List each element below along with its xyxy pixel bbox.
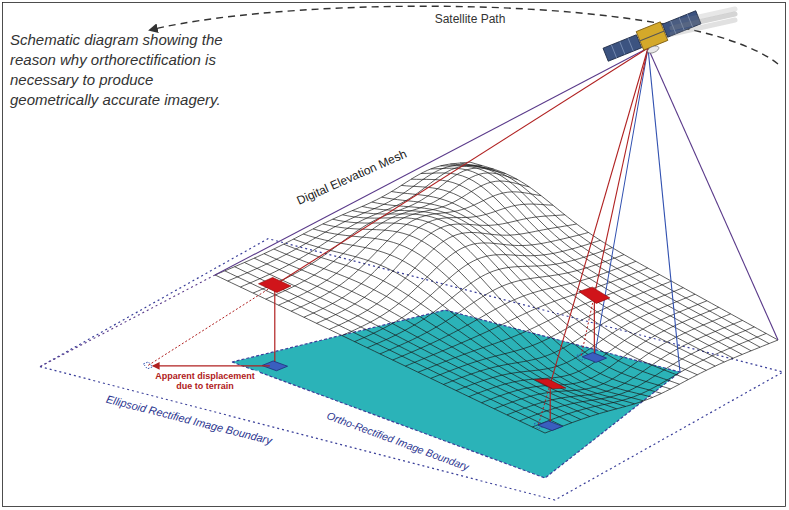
ellipsoid-boundary xyxy=(40,239,783,500)
satellite-path xyxy=(150,6,778,64)
mesh-line xyxy=(494,314,730,409)
view-ray xyxy=(594,48,648,357)
drop-line xyxy=(274,285,275,366)
mesh-line xyxy=(418,275,659,373)
drop-line xyxy=(550,384,551,426)
antenna xyxy=(646,45,659,55)
ortho-boundary xyxy=(232,310,680,478)
mesh-line xyxy=(450,164,760,347)
mesh-line xyxy=(380,255,624,354)
red-ray-extension xyxy=(147,285,274,366)
mesh-line xyxy=(254,258,581,419)
mesh-line xyxy=(507,320,743,414)
boundary-label: Ellipsoid Rectified Image Boundary xyxy=(103,392,275,447)
mesh-line xyxy=(362,206,679,384)
mesh-line xyxy=(421,173,733,358)
drop-line xyxy=(594,295,595,357)
motion-blur xyxy=(672,9,735,23)
surface-marker xyxy=(579,287,610,303)
mesh-line xyxy=(431,281,672,378)
mesh-line xyxy=(469,301,707,397)
view-ray xyxy=(215,48,648,275)
mesh-line xyxy=(382,197,698,375)
solar-panel xyxy=(603,35,642,61)
red-ray-extension xyxy=(538,384,550,426)
view-ray xyxy=(648,48,778,340)
mesh-line xyxy=(284,244,608,411)
red-ray-extension xyxy=(581,295,595,357)
mesh-line xyxy=(215,275,545,433)
boundary-label: Ortho-Rectified Image Boundary xyxy=(323,409,472,474)
apparent-position xyxy=(143,362,152,369)
panel-grid xyxy=(620,41,625,54)
mesh-line xyxy=(291,192,541,311)
displacement-label: Apparent displacement due to terrain xyxy=(151,371,259,392)
surface-marker xyxy=(535,379,566,389)
mesh-line xyxy=(532,333,766,427)
mesh-line xyxy=(235,267,563,426)
mesh-line xyxy=(343,215,662,394)
mesh-line xyxy=(342,232,589,335)
red-ray xyxy=(275,48,648,285)
view-ray-extension xyxy=(40,275,215,367)
mesh-line xyxy=(460,163,769,344)
mesh-line xyxy=(401,185,715,366)
displacement-arrow xyxy=(153,365,269,366)
mesh-line xyxy=(352,211,670,389)
path-label: Satellite Path xyxy=(433,13,508,27)
ground-position xyxy=(538,421,563,431)
red-ray xyxy=(550,48,648,384)
mesh-line xyxy=(329,224,576,329)
mesh-line xyxy=(323,224,644,401)
satellite-body xyxy=(636,22,668,50)
view-ray xyxy=(648,48,680,372)
mesh-label: Digital Elevation Mesh xyxy=(293,147,411,210)
ground-position xyxy=(582,352,606,362)
mesh-line xyxy=(441,166,752,351)
mesh-line xyxy=(456,294,695,390)
surface-marker xyxy=(259,277,292,292)
panel-grid xyxy=(628,38,633,51)
caption-text: Schematic diagram showing the reason why… xyxy=(10,30,242,110)
mesh-line xyxy=(443,288,683,385)
mesh-line xyxy=(355,240,601,341)
mesh-line xyxy=(411,179,724,362)
mesh-line xyxy=(392,192,707,371)
red-ray xyxy=(594,48,648,295)
frame xyxy=(3,3,786,507)
panel-arm xyxy=(639,31,665,41)
panel-grid xyxy=(611,45,616,58)
mesh-line xyxy=(545,340,778,433)
mesh-line xyxy=(520,327,755,421)
